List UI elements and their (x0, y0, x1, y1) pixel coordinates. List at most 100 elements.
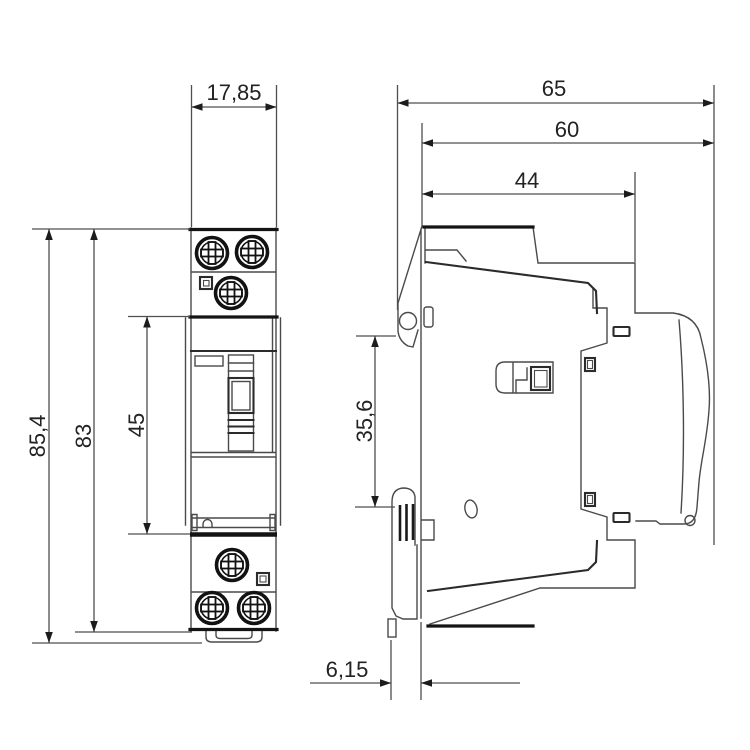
din-panel-details (583, 325, 631, 524)
side-hole-oval (464, 499, 478, 519)
indicator-inner (259, 575, 267, 583)
dim-side-front-depth: 44 (422, 168, 636, 262)
panel-slot-top (612, 325, 631, 338)
arrowhead (380, 679, 391, 687)
dim-lines (310, 622, 520, 700)
arrowhead (421, 679, 432, 687)
lever-stripes-top (227, 362, 255, 379)
arrowhead (371, 496, 379, 507)
side-outline (391, 225, 711, 625)
screw-terminal (194, 590, 230, 626)
latch-window-inner (533, 369, 548, 388)
lever-stripes-bottom (227, 418, 255, 435)
lever-handle-inner (231, 380, 251, 411)
screw-inner (242, 596, 266, 620)
panel-slot-bottom (612, 511, 631, 524)
screw-slot-h (220, 560, 244, 570)
dim-side-body-depth: 60 (421, 117, 714, 226)
switch-lever (227, 354, 255, 452)
clip-ribs (398, 504, 415, 541)
arrowhead (143, 316, 151, 328)
arrowhead (371, 336, 379, 347)
dim-lines (75, 229, 192, 633)
arrowhead (143, 523, 151, 534)
front-outline (184, 227, 282, 643)
front-edges-dark (188, 227, 279, 632)
screw-slot-v (207, 241, 217, 265)
dim-front-body-height: 83 (71, 229, 192, 633)
dim-front-total-height: 85,4 (25, 228, 202, 644)
dim-label-front-width: 17,85 (206, 80, 261, 105)
dim-front-mid-height: 45 (124, 315, 190, 535)
screw-slot-v (226, 281, 236, 305)
arrowhead (422, 190, 433, 198)
screw-slot-h (219, 288, 243, 298)
dim-label-front-mid-height: 45 (124, 413, 149, 437)
arrowhead (191, 103, 203, 111)
side-front-slot (423, 306, 434, 328)
screw-slot-v (249, 596, 259, 620)
arrowhead (90, 229, 98, 240)
lever-handle-outer (227, 376, 255, 415)
arrowhead (45, 632, 53, 643)
screw-slot-h (240, 247, 264, 257)
dim-lines (421, 123, 714, 226)
arrowhead (90, 621, 98, 632)
dim-label-front-total-height: 85,4 (25, 415, 50, 458)
screw-ring (213, 275, 249, 311)
screw-inner (200, 596, 224, 620)
indicator-outer (198, 275, 214, 291)
screw-inner (240, 240, 264, 264)
arrowhead (397, 99, 409, 107)
screw-ring (234, 234, 270, 270)
dim-label-side-front-depth: 44 (515, 168, 539, 193)
marking-label (194, 355, 224, 367)
front-view (184, 227, 282, 643)
screw-terminal (234, 234, 270, 270)
side-faces-dark (422, 225, 535, 628)
arrowhead (624, 190, 635, 198)
dim-front-width: 17,85 (190, 80, 278, 227)
latch-window-outer (529, 365, 552, 392)
center-latch (529, 365, 552, 392)
arrowhead (45, 229, 53, 240)
screw-slot-v (247, 240, 257, 264)
screw-ring (236, 590, 272, 626)
clip-foot (387, 618, 397, 638)
indicator-outer (255, 571, 271, 587)
screw-slot-v (227, 553, 237, 577)
dim-label-front-body-height: 83 (71, 424, 96, 448)
screw-slot-h (200, 603, 224, 613)
dim-label-side-mid-height: 35,6 (352, 400, 377, 443)
panel-clip-top (583, 356, 597, 373)
screw-terminal (236, 590, 272, 626)
dim-lines (422, 172, 636, 262)
dim-side-bottom-offset: 6,15 (310, 622, 520, 700)
dim-label-side-total-depth: 65 (542, 76, 566, 101)
din-corner-hole (684, 514, 696, 527)
screw-terminal (213, 275, 249, 311)
side-view (387, 225, 711, 638)
arrowhead (703, 99, 714, 107)
dim-side-mid-height: 35,6 (352, 335, 396, 508)
screw-ring (194, 235, 230, 271)
indicator-square (255, 571, 271, 587)
screw-slot-h (200, 248, 224, 258)
indicator-square (198, 275, 214, 291)
panel-clip-bottom (583, 491, 597, 508)
screw-inner (200, 241, 224, 265)
screw-terminal (194, 235, 230, 271)
screw-terminal (214, 547, 250, 583)
arrowhead (703, 139, 714, 147)
screw-slot-v (207, 596, 217, 620)
dim-label-side-body-depth: 60 (555, 117, 579, 142)
hinge-hole (398, 311, 418, 331)
screw-inner (220, 553, 244, 577)
side-cover-seams (424, 260, 599, 593)
dim-lines (32, 228, 202, 644)
dim-lines (128, 315, 190, 535)
arrowhead (265, 103, 277, 111)
screw-ring (194, 590, 230, 626)
